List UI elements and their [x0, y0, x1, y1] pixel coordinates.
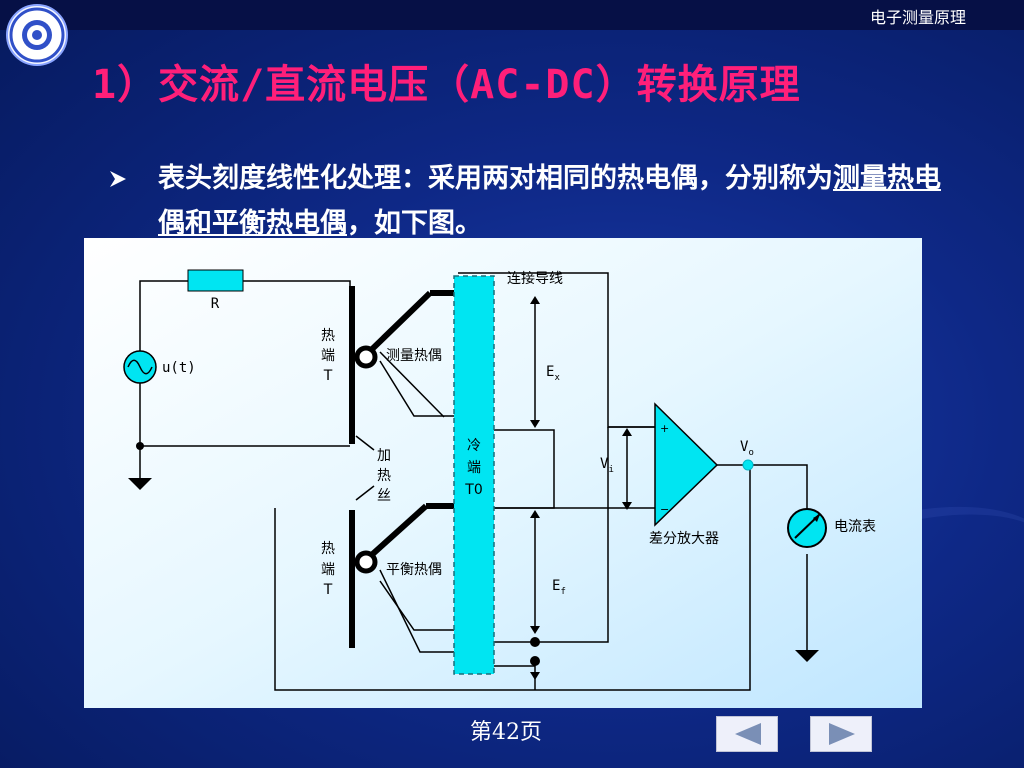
label-cold-3: T0	[464, 482, 482, 498]
label-plus: +	[660, 422, 669, 435]
label-heater-3: 丝	[377, 488, 391, 504]
thermocouple-circuit-diagram: R u(t) 热 端 T 热 端 T 测量热偶 平衡热偶 加 热 丝 冷 端 T…	[84, 238, 922, 708]
label-ef: Ef	[552, 578, 566, 597]
label-heater-2: 热	[377, 468, 391, 484]
header-course-title: 电子测量原理	[869, 8, 966, 27]
label-measure-thermocouple: 测量热偶	[386, 348, 442, 364]
label-hot-bottom-3: T	[323, 582, 333, 598]
label-balance-thermocouple: 平衡热偶	[386, 562, 442, 578]
label-heater-1: 加	[377, 448, 391, 464]
bullet-text-part1: 表头刻度线性化处理：采用两对相同的热电偶，分别称为	[158, 163, 833, 194]
top-bar	[0, 0, 1024, 30]
label-hot-top-1: 热	[321, 328, 335, 344]
ground-left-icon	[128, 442, 152, 490]
label-resistor: R	[211, 296, 220, 312]
label-source: u(t)	[162, 360, 196, 376]
label-cold-2: 端	[467, 460, 481, 476]
label-hot-top-3: T	[323, 368, 333, 384]
ac-source-icon	[123, 350, 157, 384]
page-number: 第42页	[470, 720, 542, 745]
university-logo	[6, 4, 68, 66]
label-hot-bottom-2: 端	[321, 562, 335, 578]
label-ex: Ex	[546, 364, 560, 383]
prev-slide-button[interactable]	[716, 716, 778, 752]
label-vi: Vi	[600, 456, 614, 475]
label-vo: Vo	[740, 439, 754, 458]
label-connection-wire: 连接导线	[507, 270, 563, 287]
bullet-text-underline: 测量热电偶和平衡热电偶	[158, 163, 941, 239]
arrow-right-icon	[829, 723, 855, 745]
bullet-arrow-icon	[110, 171, 126, 187]
label-cold-1: 冷	[467, 438, 481, 454]
bullet-text: 表头刻度线性化处理：采用两对相同的热电偶，分别称为测量热电偶和平衡热电偶，如下图…	[158, 156, 958, 246]
next-slide-button[interactable]	[810, 716, 872, 752]
label-amplifier: 差分放大器	[649, 531, 719, 547]
ammeter-icon	[787, 508, 827, 548]
label-hot-bottom-1: 热	[321, 541, 335, 557]
ground-right-icon	[795, 650, 819, 662]
differential-amplifier	[608, 402, 719, 527]
label-minus: −	[660, 503, 669, 516]
arrow-left-icon	[735, 723, 761, 745]
slide-title: 1）交流/直流电压（AC-DC）转换原理	[92, 62, 801, 108]
label-ammeter: 电流表	[834, 519, 876, 535]
bullet-text-part2: ，如下图。	[347, 208, 482, 239]
label-hot-top-2: 端	[321, 348, 335, 364]
